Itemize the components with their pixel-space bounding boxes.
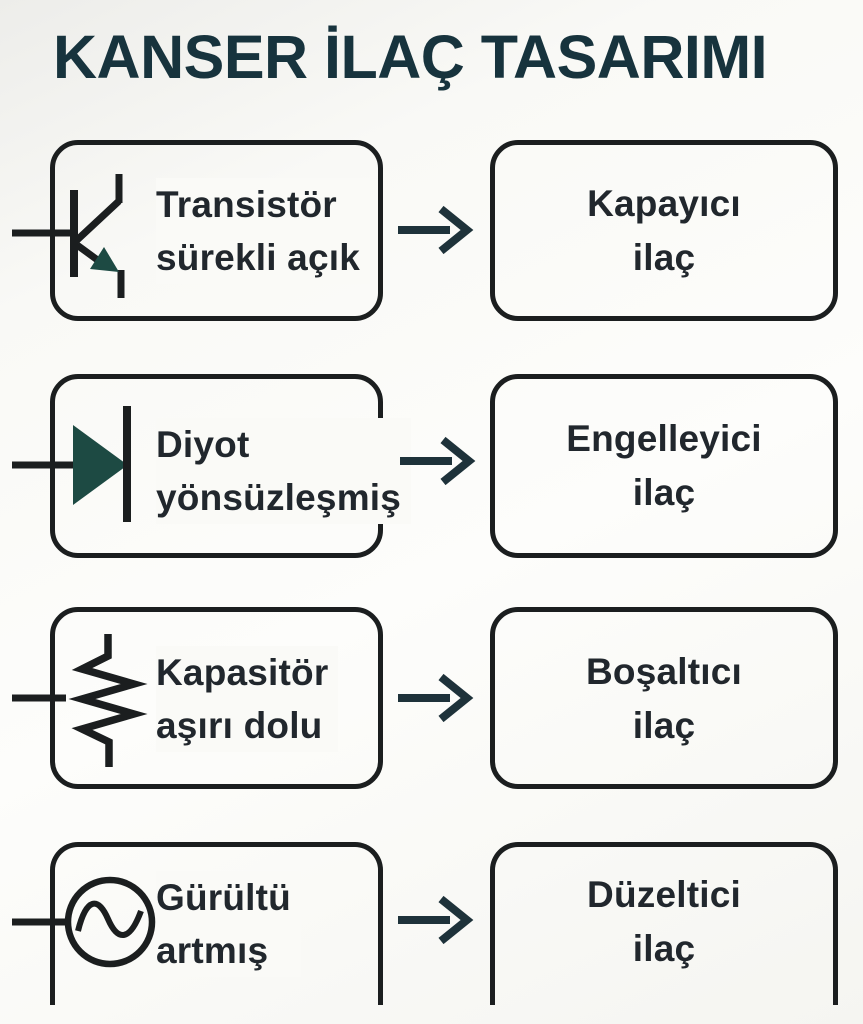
- drug-box: [490, 374, 838, 558]
- drug-line: ilaç: [632, 237, 696, 278]
- symptom-label: Gürültü artmış: [156, 871, 301, 977]
- drug-line: Kapayıcı: [587, 183, 741, 224]
- drug-label: Boşaltıcı ilaç: [490, 645, 838, 753]
- arrow-icon: [398, 895, 474, 945]
- page-title: KANSER İLAÇ TASARIMI: [53, 23, 768, 91]
- drug-line: ilaç: [632, 472, 696, 513]
- drug-label: Kapayıcı ilaç: [490, 177, 838, 285]
- symptom-line: Diyot: [156, 418, 412, 471]
- symptom-line: artmış: [156, 924, 301, 977]
- drug-box: [490, 842, 838, 1005]
- drug-line: ilaç: [632, 928, 696, 969]
- symptom-label: Kapasitör aşırı dolu: [156, 646, 339, 752]
- drug-box: [490, 607, 838, 789]
- arrow-icon: [398, 205, 474, 255]
- symptom-line: aşırı dolu: [156, 699, 339, 752]
- drug-label: Düzeltici ilaç: [490, 868, 838, 976]
- drug-line: Düzeltici: [587, 874, 741, 915]
- drug-line: ilaç: [632, 705, 696, 746]
- symptom-line: yönsüzleşmiş: [156, 471, 412, 524]
- symptom-label: Transistör sürekli açık: [156, 178, 370, 284]
- drug-label: Engelleyici ilaç: [490, 412, 838, 520]
- drug-box: [490, 140, 838, 321]
- symptom-label: Diyot yönsüzleşmiş: [156, 418, 412, 524]
- symptom-line: sürekli açık: [156, 231, 370, 284]
- drug-line: Engelleyici: [566, 418, 762, 459]
- symptom-line: Gürültü: [156, 871, 301, 924]
- arrow-icon: [398, 673, 474, 723]
- symptom-line: Kapasitör: [156, 646, 339, 699]
- symptom-line: Transistör: [156, 178, 370, 231]
- drug-line: Boşaltıcı: [585, 651, 742, 692]
